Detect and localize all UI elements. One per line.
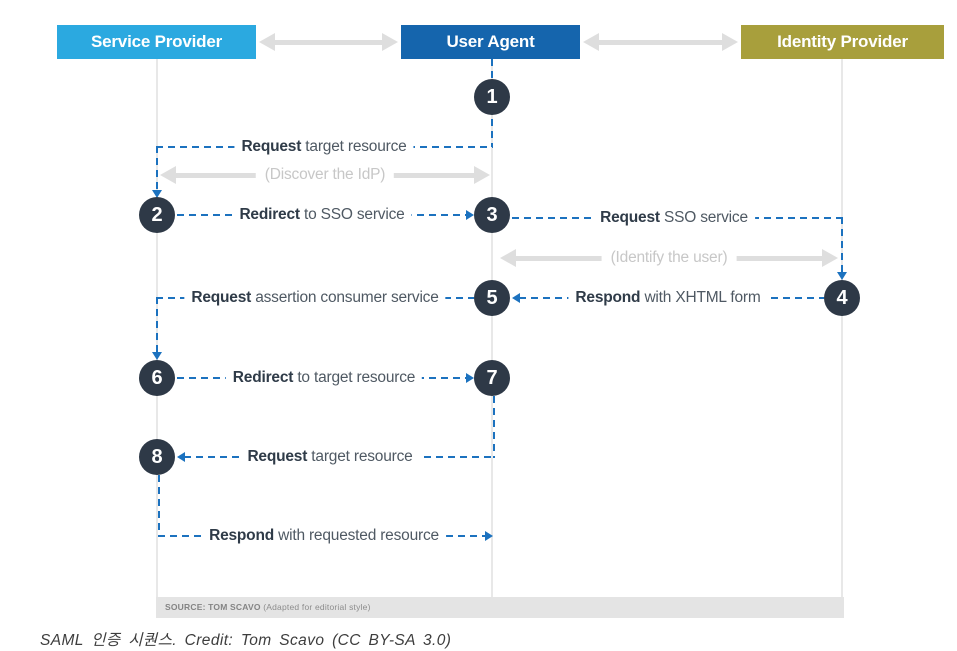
arrow-right-icon: [474, 166, 490, 184]
arrowhead-right-icon: [485, 531, 493, 541]
arrowhead-right-icon: [466, 210, 474, 220]
double-arrow-icon: [583, 33, 738, 51]
step-circle-4: 4: [824, 280, 860, 316]
message-verb: Request: [191, 289, 252, 306]
double-arrow-icon: [259, 33, 398, 51]
source-credit: SOURCE: TOM SCAVO: [165, 602, 261, 612]
arrowhead-down-icon: [152, 190, 162, 198]
message-verb: Redirect: [239, 206, 300, 223]
arrow-left-icon: [160, 166, 176, 184]
source-bar: SOURCE: TOM SCAVO (Adapted for editorial…: [156, 597, 844, 618]
annotation-identify-user: (Identify the user): [601, 249, 737, 267]
arrowhead-left-icon: [512, 293, 520, 303]
step-circle-8: 8: [139, 439, 175, 475]
lifeline-identity-provider: [841, 59, 843, 598]
flow-segment: [493, 396, 495, 458]
message-verb: Respond: [209, 527, 274, 544]
arrow-right-icon: [822, 249, 838, 267]
step-circle-2: 2: [139, 197, 175, 233]
actor-service-provider: Service Provider: [57, 25, 256, 59]
step-circle-1: 1: [474, 79, 510, 115]
flow-segment: [156, 146, 158, 192]
flow-segment: [158, 475, 160, 537]
figure-caption: SAML 인증 시퀀스. Credit: Tom Scavo (CC BY-SA…: [40, 632, 452, 649]
step-circle-6: 6: [139, 360, 175, 396]
arrow-right-icon: [722, 33, 738, 51]
arrow-right-icon: [382, 33, 398, 51]
message-label-2: Redirect to SSO service: [232, 206, 412, 224]
message-rest: SSO service: [659, 209, 748, 226]
message-verb: Respond: [575, 289, 641, 306]
message-label-3: Request SSO service: [593, 209, 755, 227]
step-circle-5: 5: [474, 280, 510, 316]
message-rest: assertion consumer service: [251, 289, 439, 306]
message-label-6: Redirect to target resource: [225, 369, 423, 387]
actor-identity-provider: Identity Provider: [741, 25, 944, 59]
message-rest: target resource: [301, 138, 407, 155]
message-label-5: Request assertion consumer service: [184, 289, 446, 307]
message-rest: with XHTML form: [640, 289, 761, 306]
message-verb: Request: [600, 209, 660, 226]
step-circle-3: 3: [474, 197, 510, 233]
message-verb: Request: [241, 138, 302, 155]
message-rest: with requested resource: [273, 527, 439, 544]
arrow-bar: [275, 39, 382, 45]
arrowhead-down-icon: [152, 352, 162, 360]
arrow-left-icon: [583, 33, 599, 51]
message-verb: Request: [247, 448, 308, 465]
message-label-7: Request target resource: [240, 448, 420, 466]
message-rest: to target resource: [293, 369, 416, 386]
arrowhead-down-icon: [837, 272, 847, 280]
actor-user-agent: User Agent: [401, 25, 580, 59]
flow-segment: [841, 217, 843, 273]
message-rest: target resource: [307, 448, 413, 465]
arrow-left-icon: [259, 33, 275, 51]
step-circle-7: 7: [474, 360, 510, 396]
arrow-left-icon: [500, 249, 516, 267]
arrowhead-left-icon: [177, 452, 185, 462]
message-rest: to SSO service: [299, 206, 405, 223]
message-label-1: Request target resource: [234, 138, 414, 156]
arrow-bar: [599, 39, 722, 45]
source-note: (Adapted for editorial style): [260, 602, 371, 612]
lifeline-user-agent: [491, 59, 493, 598]
message-verb: Redirect: [232, 369, 294, 386]
annotation-discover-idp: (Discover the IdP): [255, 166, 395, 184]
flow-segment: [156, 297, 158, 353]
arrowhead-right-icon: [466, 373, 474, 383]
message-label-8: Respond with requested resource: [202, 527, 446, 545]
message-label-4: Respond with XHTML form: [568, 289, 768, 307]
